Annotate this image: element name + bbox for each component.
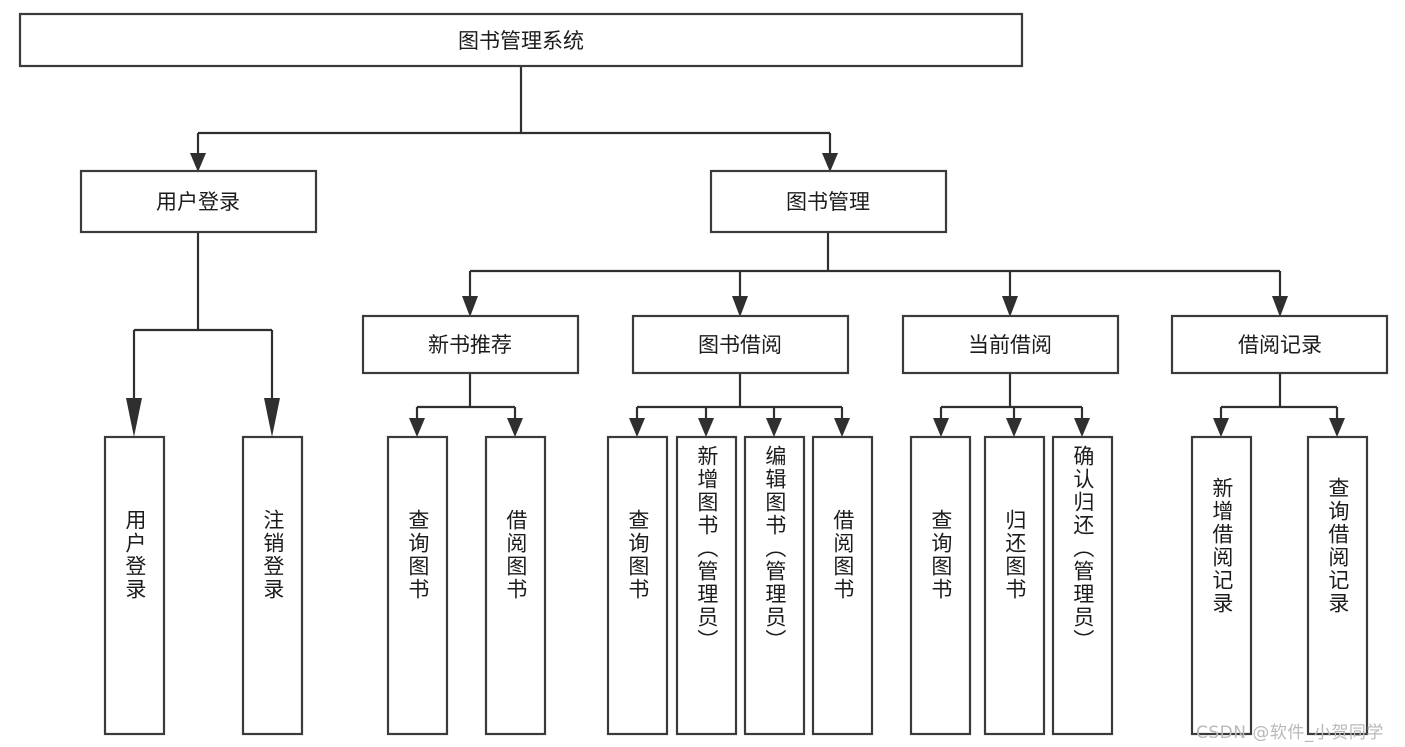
node-user-login-box[interactable] — [79, 169, 318, 234]
node-borrow-record[interactable]: 借阅记录 — [1170, 314, 1389, 375]
node-leaf-edit-book-box[interactable] — [743, 435, 806, 736]
arrowhead-leaf-query-book-borrow — [629, 418, 645, 437]
connector-borrow-record-bus — [1219, 373, 1339, 421]
node-new-book-recommend[interactable]: 新书推荐 — [361, 314, 580, 375]
node-leaf-return-book-box[interactable] — [983, 435, 1046, 736]
arrowhead-current-borrow — [1002, 296, 1018, 317]
node-user-login[interactable]: 用户登录 — [79, 169, 318, 234]
arrowhead-leaf-borrow-book — [834, 418, 850, 437]
node-leaf-logout-box[interactable] — [241, 435, 304, 736]
arrowhead-leaf-borrow-book-rec — [507, 418, 523, 437]
node-leaf-borrow-book-box[interactable] — [811, 435, 874, 736]
node-book-management-label: 图书管理 — [786, 190, 870, 214]
node-leaf-query-book-borrow-box[interactable] — [606, 435, 669, 736]
node-root-box[interactable] — [18, 12, 1024, 68]
node-leaf-query-book-rec-box[interactable] — [386, 435, 449, 736]
node-book-management-box[interactable] — [709, 169, 948, 234]
node-root[interactable]: 图书管理系统 — [18, 12, 1024, 68]
node-new-book-recommend-label: 新书推荐 — [428, 333, 512, 357]
node-book-borrow[interactable]: 图书借阅 — [631, 314, 850, 375]
csdn-watermark: CSDN @软件_小贺同学 — [1196, 723, 1384, 743]
leaf-box-layer — [103, 435, 1369, 736]
node-book-borrow-label: 图书借阅 — [698, 333, 782, 357]
arrowhead-leaf-user-login — [126, 398, 142, 437]
node-book-management[interactable]: 图书管理 — [709, 169, 948, 234]
node-leaf-query-book-current-box[interactable] — [909, 435, 972, 736]
arrowhead-leaf-query-book-current — [933, 418, 949, 437]
arrowhead-leaf-query-book-rec — [409, 418, 425, 437]
arrowhead-book-management — [822, 153, 838, 172]
node-new-book-recommend-box[interactable] — [361, 314, 580, 375]
arrowhead-leaf-return-book — [1006, 418, 1022, 437]
connector-root-bus — [196, 66, 832, 155]
node-leaf-add-record-box[interactable] — [1190, 435, 1253, 736]
node-user-login-label: 用户登录 — [156, 190, 240, 214]
arrowhead-leaf-add-book — [698, 418, 714, 437]
arrowhead-leaf-query-record — [1329, 418, 1345, 437]
node-borrow-record-label: 借阅记录 — [1238, 333, 1322, 357]
node-book-borrow-box[interactable] — [631, 314, 850, 375]
node-leaf-add-book-box[interactable] — [675, 435, 738, 736]
arrowhead-user-login — [190, 153, 206, 172]
node-current-borrow-box[interactable] — [901, 314, 1120, 375]
node-leaf-user-login-box[interactable] — [103, 435, 166, 736]
node-root-label: 图书管理系统 — [458, 29, 584, 53]
arrowhead-book-borrow — [732, 296, 748, 317]
connector-new-book-recommend-bus — [415, 373, 517, 421]
node-current-borrow[interactable]: 当前借阅 — [901, 314, 1120, 375]
node-borrow-record-box[interactable] — [1170, 314, 1389, 375]
connector-book-borrow-bus — [635, 373, 844, 421]
connector-book-management-bus — [468, 232, 1282, 298]
connector-current-borrow-bus — [939, 373, 1084, 421]
arrowhead-leaf-logout — [264, 398, 280, 437]
arrowhead-borrow-record — [1272, 296, 1288, 317]
node-leaf-query-record-box[interactable] — [1306, 435, 1369, 736]
arrowhead-new-book-recommend — [462, 296, 478, 317]
arrowhead-leaf-add-record — [1213, 418, 1229, 437]
arrowhead-leaf-edit-book — [766, 418, 782, 437]
node-current-borrow-label: 当前借阅 — [968, 333, 1052, 357]
node-leaf-confirm-return-box[interactable] — [1051, 435, 1114, 736]
node-leaf-borrow-book-rec-box[interactable] — [484, 435, 547, 736]
arrowhead-leaf-confirm-return — [1074, 418, 1090, 437]
connector-layer — [126, 66, 1345, 437]
connector-user-login-bus — [132, 232, 274, 400]
